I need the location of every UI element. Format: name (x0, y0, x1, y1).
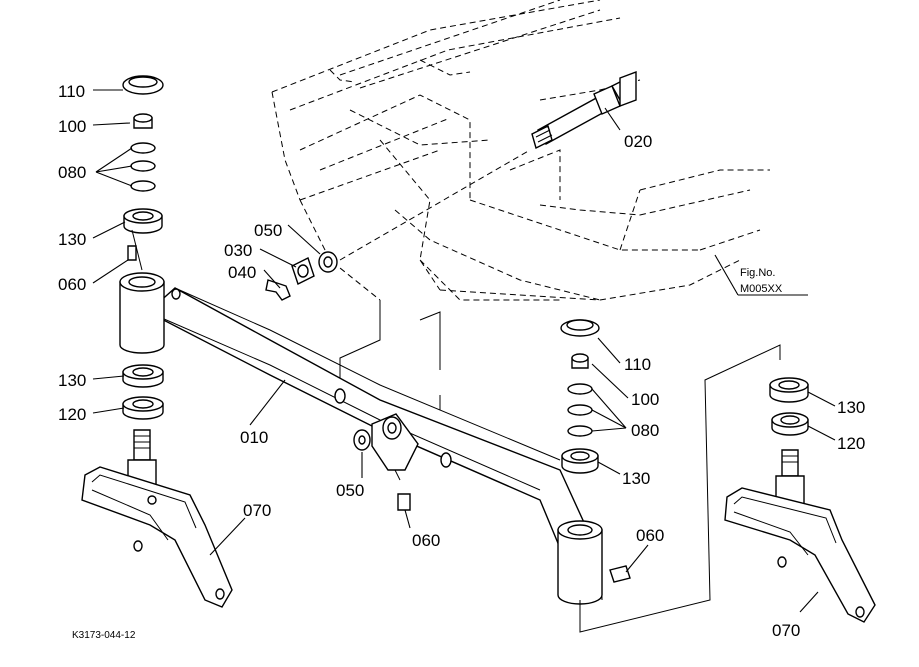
label-080-right: 080 (631, 421, 659, 440)
label-110: 110 (58, 82, 85, 101)
fig-label: Fig.No. (740, 267, 775, 279)
label-120-right: 120 (837, 434, 865, 453)
label-070-right: 070 (772, 621, 800, 640)
label-070: 070 (243, 501, 271, 520)
left-kingpin-stack (122, 75, 164, 271)
fig-number: M005XX (740, 283, 783, 295)
label-130: 130 (58, 230, 86, 249)
part-labels: 110 100 080 130 060 050 030 040 020 130 … (58, 82, 865, 640)
label-100: 100 (58, 117, 86, 136)
label-050: 050 (254, 221, 282, 240)
label-130-right: 130 (622, 469, 650, 488)
pivot-pin-020 (531, 70, 637, 150)
label-020: 020 (624, 132, 652, 151)
front-axle-beam-010 (119, 272, 603, 605)
figure-reference: Fig.No. M005XX K3173-044-12 (72, 267, 783, 641)
leader-lines (92, 89, 836, 613)
label-040: 040 (228, 263, 256, 282)
label-050-center: 050 (336, 481, 364, 500)
drawing-code: K3173-044-12 (72, 630, 136, 641)
nut-washer-pin (265, 251, 411, 511)
label-060-center: 060 (412, 531, 440, 550)
right-kingpin-stack (560, 319, 631, 600)
label-080: 080 (58, 163, 86, 182)
tractor-frame-outline (271, 0, 770, 395)
right-knuckle (579, 344, 876, 633)
label-120: 120 (58, 405, 86, 424)
label-100-right: 100 (631, 390, 659, 409)
label-110-right: 110 (624, 355, 651, 374)
label-130-lower: 130 (58, 371, 86, 390)
label-010: 010 (240, 428, 268, 447)
label-130-far-right: 130 (837, 398, 865, 417)
label-030: 030 (224, 241, 252, 260)
label-060-right: 060 (636, 526, 664, 545)
left-knuckle (81, 364, 233, 608)
label-060: 060 (58, 275, 86, 294)
